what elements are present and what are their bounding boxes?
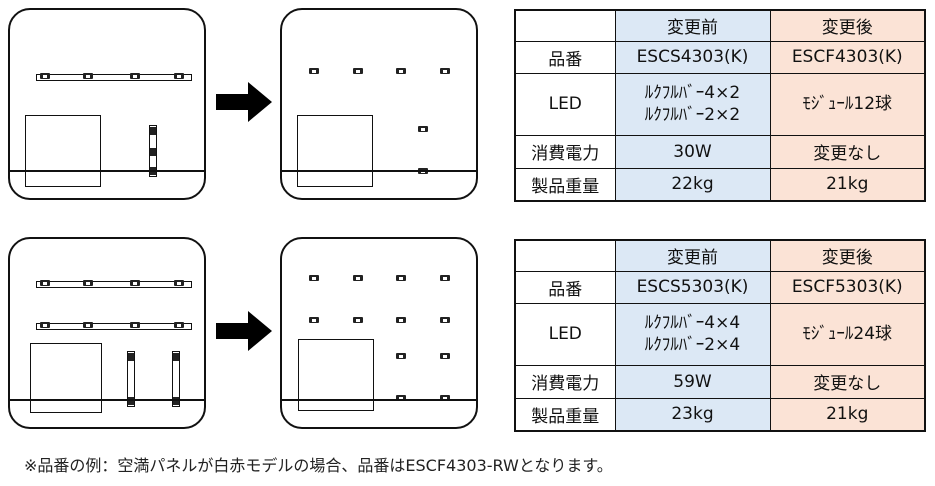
led-chip <box>173 397 179 405</box>
led-module <box>418 126 428 132</box>
before-panel-1 <box>8 8 206 200</box>
cell-after: ﾓｼﾞｭｰﾙ12球 <box>769 72 926 136</box>
led-module <box>440 275 450 281</box>
after-panel-1 <box>280 8 478 200</box>
led-line: ﾙｸﾌﾙﾊﾞｰ2×4 <box>644 335 741 355</box>
cell-after: 変更なし <box>769 134 926 169</box>
led-module <box>396 275 406 281</box>
led-bar-vertical <box>127 351 135 407</box>
header-blank <box>514 9 616 42</box>
led-module <box>418 168 428 174</box>
cell-before: 23kg <box>614 397 771 432</box>
led-module <box>353 317 363 323</box>
led-module <box>396 395 406 401</box>
led-chip <box>130 280 140 286</box>
row-label: 消費電力 <box>514 134 616 169</box>
led-line: ﾙｸﾌﾙﾊﾞｰ4×2 <box>644 83 741 103</box>
row-label: LED <box>514 302 616 366</box>
led-line: ﾙｸﾌﾙﾊﾞｰ2×2 <box>644 105 741 125</box>
display-window <box>298 339 374 411</box>
right-arrow-icon <box>216 311 272 351</box>
spec-table-1: 変更前 変更後 品番 ESCS4303(K) ESCF4303(K) LED ﾙ… <box>514 9 926 202</box>
led-module <box>309 68 319 74</box>
footnote: ※品番の例：空満パネルが白赤モデルの場合、品番はESCF4303-RWとなります… <box>24 456 613 475</box>
led-chip <box>40 322 50 328</box>
cell-before: ESCS5303(K) <box>614 270 771 304</box>
led-module <box>309 275 319 281</box>
cell-after: ESCF4303(K) <box>769 40 926 74</box>
cell-before: ﾙｸﾌﾙﾊﾞｰ4×4 ﾙｸﾌﾙﾊﾞｰ2×4 <box>614 302 771 366</box>
spec-table-2: 変更前 変更後 品番 ESCS5303(K) ESCF5303(K) LED ﾙ… <box>514 239 926 432</box>
led-module <box>396 317 406 323</box>
led-chip <box>83 73 93 79</box>
led-module <box>440 395 450 401</box>
display-window <box>25 115 101 187</box>
cell-after: 21kg <box>769 167 926 202</box>
led-chip <box>174 73 184 79</box>
after-panel-2 <box>280 237 478 429</box>
row-label: 製品重量 <box>514 397 616 432</box>
cell-before: ﾙｸﾌﾙﾊﾞｰ4×2 ﾙｸﾌﾙﾊﾞｰ2×2 <box>614 72 771 136</box>
row-label: 品番 <box>514 270 616 304</box>
cell-after: 変更なし <box>769 364 926 399</box>
led-module <box>396 68 406 74</box>
cell-before: 30W <box>614 134 771 169</box>
led-chip <box>150 167 156 175</box>
led-module <box>396 353 406 359</box>
cell-after: ESCF5303(K) <box>769 270 926 304</box>
led-chip <box>130 322 140 328</box>
row-label: LED <box>514 72 616 136</box>
led-chip <box>128 397 134 405</box>
led-bar-horizontal <box>36 323 192 330</box>
right-arrow-icon <box>216 82 272 122</box>
header-before: 変更前 <box>614 239 771 272</box>
header-before: 変更前 <box>614 9 771 42</box>
led-chip <box>128 353 134 361</box>
before-panel-2 <box>8 237 206 429</box>
cell-before: 22kg <box>614 167 771 202</box>
led-chip <box>130 73 140 79</box>
cell-before: ESCS4303(K) <box>614 40 771 74</box>
cell-after: 21kg <box>769 397 926 432</box>
led-chip <box>150 127 156 135</box>
led-chip <box>173 353 179 361</box>
led-module <box>440 353 450 359</box>
row-label: 品番 <box>514 40 616 74</box>
led-chip <box>40 73 50 79</box>
header-blank <box>514 239 616 272</box>
led-chip <box>174 322 184 328</box>
header-after: 変更後 <box>769 239 926 272</box>
led-module <box>440 317 450 323</box>
row-label: 製品重量 <box>514 167 616 202</box>
led-chip <box>150 148 156 156</box>
led-module <box>440 68 450 74</box>
led-bar-vertical <box>172 351 180 407</box>
header-after: 変更後 <box>769 9 926 42</box>
cell-after: ﾓｼﾞｭｰﾙ24球 <box>769 302 926 366</box>
led-bar-horizontal <box>36 74 192 81</box>
led-bar-horizontal <box>36 281 192 288</box>
led-chip <box>83 322 93 328</box>
led-module <box>353 68 363 74</box>
led-chip <box>83 280 93 286</box>
row-label: 消費電力 <box>514 364 616 399</box>
led-line: ﾙｸﾌﾙﾊﾞｰ4×4 <box>644 313 741 333</box>
led-module <box>309 317 319 323</box>
cell-before: 59W <box>614 364 771 399</box>
display-window <box>297 115 373 187</box>
led-chip <box>40 280 50 286</box>
display-window <box>30 343 102 413</box>
led-module <box>353 275 363 281</box>
led-chip <box>174 280 184 286</box>
